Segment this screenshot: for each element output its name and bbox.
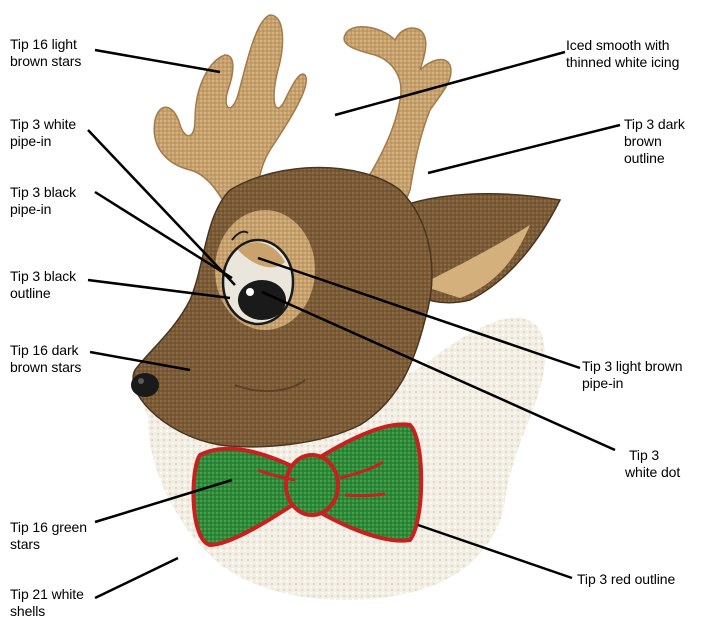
leader-tip21-white-shells (95, 558, 178, 598)
eye (215, 210, 315, 330)
leader-iced-smooth (335, 52, 565, 115)
label-line: outline (624, 150, 685, 167)
label-line: pipe-in (10, 133, 76, 150)
label-line: brown stars (10, 53, 81, 70)
label-tip21-white-shells: Tip 21 white shells (10, 586, 84, 620)
leader-tip3-dark-brown-outline (428, 125, 620, 173)
label-line: pipe-in (10, 201, 76, 218)
label-iced-smooth: Iced smooth with thinned white icing (566, 37, 679, 71)
label-line: Tip 3 black (10, 268, 76, 285)
label-tip3-light-brown-pipe-in: Tip 3 light brown pipe-in (582, 358, 683, 392)
label-line: white dot (625, 464, 680, 481)
label-line: Tip 16 light (10, 36, 81, 53)
label-tip3-white-dot: Tip 3 white dot (625, 447, 680, 481)
label-tip3-black-pipe-in: Tip 3 black pipe-in (10, 184, 76, 218)
label-line: Tip 3 black (10, 184, 76, 201)
label-tip3-red-outline: Tip 3 red outline (577, 571, 675, 588)
label-line: outline (10, 285, 76, 302)
label-line: brown (624, 133, 685, 150)
label-line: Tip 16 green (10, 519, 87, 536)
label-line: Tip 3 dark (624, 116, 685, 133)
label-tip16-dark-brown-stars: Tip 16 dark brown stars (10, 342, 81, 376)
leader-tip16-light-brown (95, 50, 220, 72)
label-line: stars (10, 536, 87, 553)
label-tip16-light-brown-stars: Tip 16 light brown stars (10, 36, 81, 70)
label-line: shells (10, 603, 84, 620)
label-line: Tip 3 light brown (582, 358, 683, 375)
label-line: thinned white icing (566, 54, 679, 71)
label-tip3-black-outline: Tip 3 black outline (10, 268, 76, 302)
label-line: Tip 3 white (10, 116, 76, 133)
label-line: Iced smooth with (566, 37, 679, 54)
label-tip16-green-stars: Tip 16 green stars (10, 519, 87, 553)
label-tip3-white-pipe-in: Tip 3 white pipe-in (10, 116, 76, 150)
label-line: Tip 16 dark (10, 342, 81, 359)
nose (131, 373, 159, 397)
label-line: pipe-in (582, 375, 683, 392)
label-line: Tip 21 white (10, 586, 84, 603)
label-line: Tip 3 (625, 447, 680, 464)
label-tip3-dark-brown-outline: Tip 3 dark brown outline (624, 116, 685, 167)
label-line: Tip 3 red outline (577, 571, 675, 588)
label-line: brown stars (10, 359, 81, 376)
